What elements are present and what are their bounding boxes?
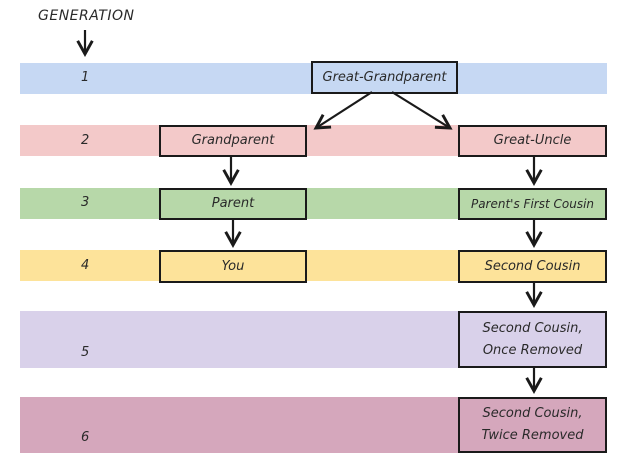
generation-number-6: 6	[81, 430, 90, 445]
edge-ggp-grandparent	[316, 91, 373, 128]
generation-band-1	[20, 63, 607, 94]
generation-band-3	[20, 188, 607, 219]
node-grandparent: Grandparent	[159, 125, 307, 157]
generation-band-4	[20, 250, 607, 281]
node-grandparent-label: Grandparent	[191, 133, 275, 148]
node-second-cousin-once-removed: Second Cousin, Once Removed	[458, 311, 607, 368]
generation-number-5: 5	[81, 345, 90, 360]
node-second-cousin-once-removed-line2: Once Removed	[482, 342, 583, 358]
generation-header: GENERATION	[38, 8, 135, 24]
node-you: You	[159, 250, 307, 283]
node-second-cousin-label: Second Cousin	[484, 258, 581, 274]
generation-number-4: 4	[81, 258, 90, 273]
edge-ggp-greatuncle	[391, 91, 450, 128]
generation-band-2	[20, 125, 607, 156]
node-parent: Parent	[159, 188, 307, 220]
node-parents-first-cousin-label: Parent's First Cousin	[470, 197, 595, 211]
node-great-uncle-label: Great-Uncle	[493, 133, 572, 148]
node-great-grandparent: Great-Grandparent	[311, 61, 458, 94]
generation-band-5	[20, 311, 607, 368]
node-second-cousin-twice-removed-line2: Twice Removed	[481, 428, 584, 443]
generation-band-6	[20, 397, 607, 453]
generation-number-2: 2	[81, 133, 90, 148]
generation-number-1: 1	[81, 70, 90, 85]
node-great-uncle: Great-Uncle	[458, 125, 607, 157]
node-second-cousin-twice-removed-line1: Second Cousin,	[482, 406, 583, 421]
node-you-label: You	[221, 258, 245, 274]
node-second-cousin: Second Cousin	[458, 250, 607, 283]
node-great-grandparent-label: Great-Grandparent	[322, 69, 447, 85]
node-second-cousin-once-removed-line1: Second Cousin,	[482, 320, 583, 336]
node-parents-first-cousin: Parent's First Cousin	[458, 188, 607, 220]
node-second-cousin-twice-removed: Second Cousin, Twice Removed	[458, 397, 607, 453]
node-parent-label: Parent	[211, 196, 255, 211]
generation-number-3: 3	[81, 195, 90, 210]
